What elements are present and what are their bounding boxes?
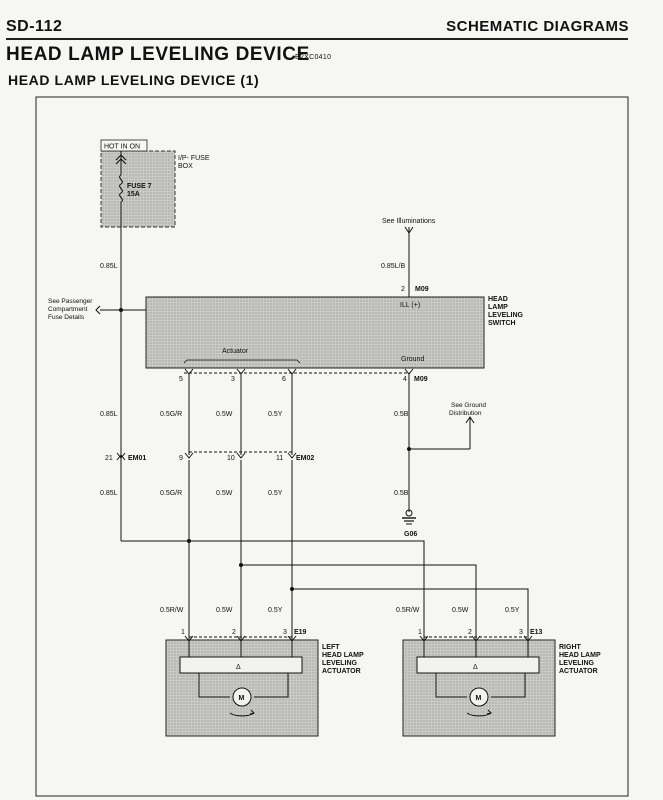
left-pin-1: 1 xyxy=(181,629,185,636)
left-name-1: LEFT xyxy=(322,644,340,651)
switch-pin-3: 3 xyxy=(231,376,235,383)
em01-conn: EM01 xyxy=(128,455,146,462)
wire-label-y-1: 0.5Y xyxy=(268,411,283,418)
ground-ref-arrow-icon xyxy=(465,416,475,424)
page-title: HEAD LAMP LEVELING DEVICE xyxy=(6,44,310,65)
right-name-2: HEAD LAMP xyxy=(559,652,601,659)
wire-label-w-left: 0.5W xyxy=(216,607,233,614)
actuator-label: Actuator xyxy=(222,348,249,355)
ground-ref-2: Distribution xyxy=(449,410,482,417)
right-pin-2: 2 xyxy=(468,629,472,636)
em01-connector-icon xyxy=(116,452,126,461)
illumination-ref: See Illuminations xyxy=(382,218,436,225)
wire-label-rw-right: 0.5R/W xyxy=(396,607,420,614)
wire-label-b-1: 0.5B xyxy=(394,411,409,418)
switch-pin-5: 5 xyxy=(179,376,183,383)
reference-arrow-icon xyxy=(95,305,101,315)
em02-pin-11: 11 xyxy=(276,455,283,462)
left-actuator: 1 2 3 E19 Δ M xyxy=(165,629,319,737)
left-sensor xyxy=(179,656,303,674)
section-category: SCHEMATIC DIAGRAMS xyxy=(446,18,629,35)
switch-pin-6: 6 xyxy=(282,376,286,383)
hot-in-on-label: HOT IN ON xyxy=(104,144,140,151)
right-sensor xyxy=(416,656,540,674)
right-conn: E13 xyxy=(530,629,543,636)
passenger-ref-1: See Passenger xyxy=(48,298,93,305)
illum-pin: 2 xyxy=(401,286,405,293)
em02-connector-icon xyxy=(184,452,297,459)
header-rule xyxy=(6,38,628,40)
fuse-box-name-1: I/P- FUSE xyxy=(178,155,210,162)
right-name-3: LEVELING xyxy=(559,660,595,667)
left-pin-3: 3 xyxy=(283,629,287,636)
switch-name-3: LEVELING xyxy=(488,312,524,319)
left-name-3: LEVELING xyxy=(322,660,358,667)
passenger-ref-3: Fuse Details xyxy=(48,314,85,321)
wire-label-y-2: 0.5Y xyxy=(268,490,283,497)
right-pin-3: 3 xyxy=(519,629,523,636)
right-name-1: RIGHT xyxy=(559,644,582,651)
left-pin-2: 2 xyxy=(232,629,236,636)
left-conn: E19 xyxy=(294,629,307,636)
fuse-box: HOT IN ON FUSE 7 15A I/P- FUSE BOX xyxy=(100,139,210,228)
switch-name-2: LAMP xyxy=(488,304,508,311)
switch-ground-conn: M09 xyxy=(414,376,428,383)
wire-label-illum: 0.85L/B xyxy=(381,263,405,270)
right-sensor-icon: Δ xyxy=(473,664,478,671)
right-name-4: ACTUATOR xyxy=(559,668,598,675)
document-code: E2XC0410 xyxy=(295,54,332,61)
right-actuator: 1 2 3 E13 Δ M xyxy=(402,629,556,737)
wire-label-w-1: 0.5W xyxy=(216,411,233,418)
right-motor-icon xyxy=(469,687,489,707)
left-name-4: ACTUATOR xyxy=(322,668,361,675)
wire-label-gr-2: 0.5G/R xyxy=(160,490,182,497)
passenger-ref-2: Compartment xyxy=(48,306,88,313)
switch-pins: 5 3 6 4 M09 xyxy=(179,368,428,383)
em02-conn: EM02 xyxy=(296,455,314,462)
switch-name-1: HEAD xyxy=(488,296,508,303)
leveling-switch: HEAD LAMP LEVELING SWITCH ILL (+) Ground… xyxy=(145,296,524,374)
em02-pin-9: 9 xyxy=(179,455,183,462)
hot-in-on-box xyxy=(100,139,148,152)
page-header: SD-112 SCHEMATIC DIAGRAMS HEAD LAMP LEVE… xyxy=(0,0,663,70)
left-motor-symbol: M xyxy=(239,695,245,702)
wire-label-w-2: 0.5W xyxy=(216,490,233,497)
ground-ref-1: See Ground xyxy=(451,402,486,409)
ground-id: G06 xyxy=(404,531,417,538)
wire-label-rw-left: 0.5R/W xyxy=(160,607,184,614)
right-motor-symbol: M xyxy=(476,695,482,702)
wire-label-supply-3: 0.85L xyxy=(100,490,118,497)
page-subtitle: HEAD LAMP LEVELING DEVICE (1) xyxy=(8,72,260,88)
diagram-frame xyxy=(35,96,629,797)
switch-pin-4: 4 xyxy=(403,376,407,383)
left-motor-icon xyxy=(232,687,252,707)
ill-pin-label: ILL (+) xyxy=(400,302,420,309)
fuse-connector-icon xyxy=(115,154,127,165)
wire-label-supply-1: 0.85L xyxy=(100,263,118,270)
em02-pin-10: 10 xyxy=(227,455,235,462)
right-pin-1: 1 xyxy=(418,629,422,636)
fuse-rating: 15A xyxy=(127,191,140,198)
fuse-box-name-2: BOX xyxy=(178,163,193,170)
wire-label-y-right: 0.5Y xyxy=(505,607,520,614)
wire-label-w-right: 0.5W xyxy=(452,607,469,614)
ground-pin-label: Ground xyxy=(401,356,424,363)
fuse-label: FUSE 7 xyxy=(127,183,152,190)
fuse-element-icon xyxy=(119,174,123,203)
left-sensor-icon: Δ xyxy=(236,664,241,671)
wire-label-supply-2: 0.85L xyxy=(100,411,118,418)
wire-label-y-left: 0.5Y xyxy=(268,607,283,614)
ground-icon xyxy=(402,509,416,525)
left-name-2: HEAD LAMP xyxy=(322,652,364,659)
switch-name-4: SWITCH xyxy=(488,320,516,327)
wire-label-b-2: 0.5B xyxy=(394,490,409,497)
wire-label-gr-1: 0.5G/R xyxy=(160,411,182,418)
illum-conn: M09 xyxy=(415,286,429,293)
section-number: SD-112 xyxy=(6,18,63,35)
em01-pin: 21 xyxy=(105,455,113,462)
